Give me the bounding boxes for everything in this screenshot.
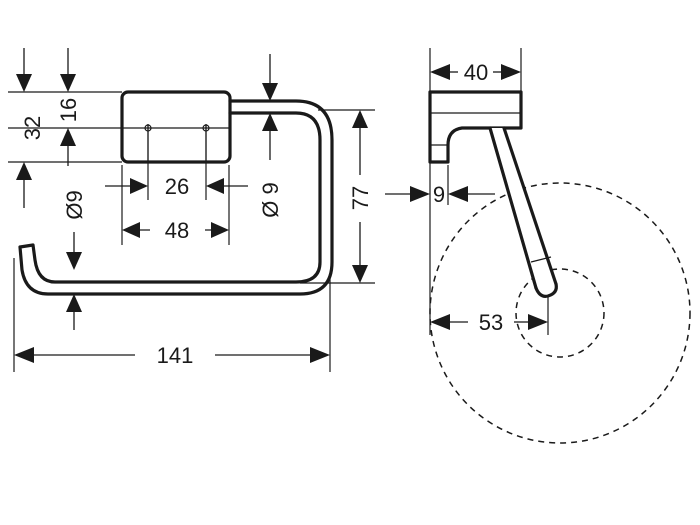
holder-outline <box>18 90 334 296</box>
dimension-dia9-left: Ø9 <box>62 190 87 330</box>
paper-roll-core <box>515 268 605 358</box>
dimension-53: 53 <box>430 296 549 335</box>
dimension-16: 16 <box>56 48 81 166</box>
dimension-77: 77 <box>348 110 373 283</box>
wall-plate <box>120 90 232 164</box>
dim-48-label: 48 <box>165 218 189 243</box>
side-arm <box>488 126 558 298</box>
front-view: 16 32 Ø9 26 <box>8 48 375 372</box>
dimension-dia9-right: Ø 9 <box>258 54 283 218</box>
dim-141-label: 141 <box>157 343 194 368</box>
dimension-9: 9 <box>385 182 495 207</box>
dimension-48: 48 <box>122 218 229 243</box>
dim-26-label: 26 <box>165 174 189 199</box>
dimension-40: 40 <box>430 60 521 85</box>
dim-40-label: 40 <box>464 60 488 85</box>
side-bracket <box>428 90 523 164</box>
dim-16-label: 16 <box>56 98 81 122</box>
dim-dia9-right-label: Ø 9 <box>258 182 283 217</box>
paper-roll-outer <box>429 182 691 444</box>
dimension-141: 141 <box>14 343 330 368</box>
dimension-32: 32 <box>16 48 45 208</box>
dim-dia9-left-label: Ø9 <box>62 190 87 219</box>
side-view: 40 9 53 <box>385 48 691 444</box>
dim-77-label: 77 <box>348 186 373 210</box>
dim-9-label: 9 <box>433 182 445 207</box>
holder-arm <box>18 99 334 296</box>
dim-53-label: 53 <box>479 310 503 335</box>
dim-32-label: 32 <box>20 116 45 140</box>
dimension-26: 26 <box>105 174 248 199</box>
